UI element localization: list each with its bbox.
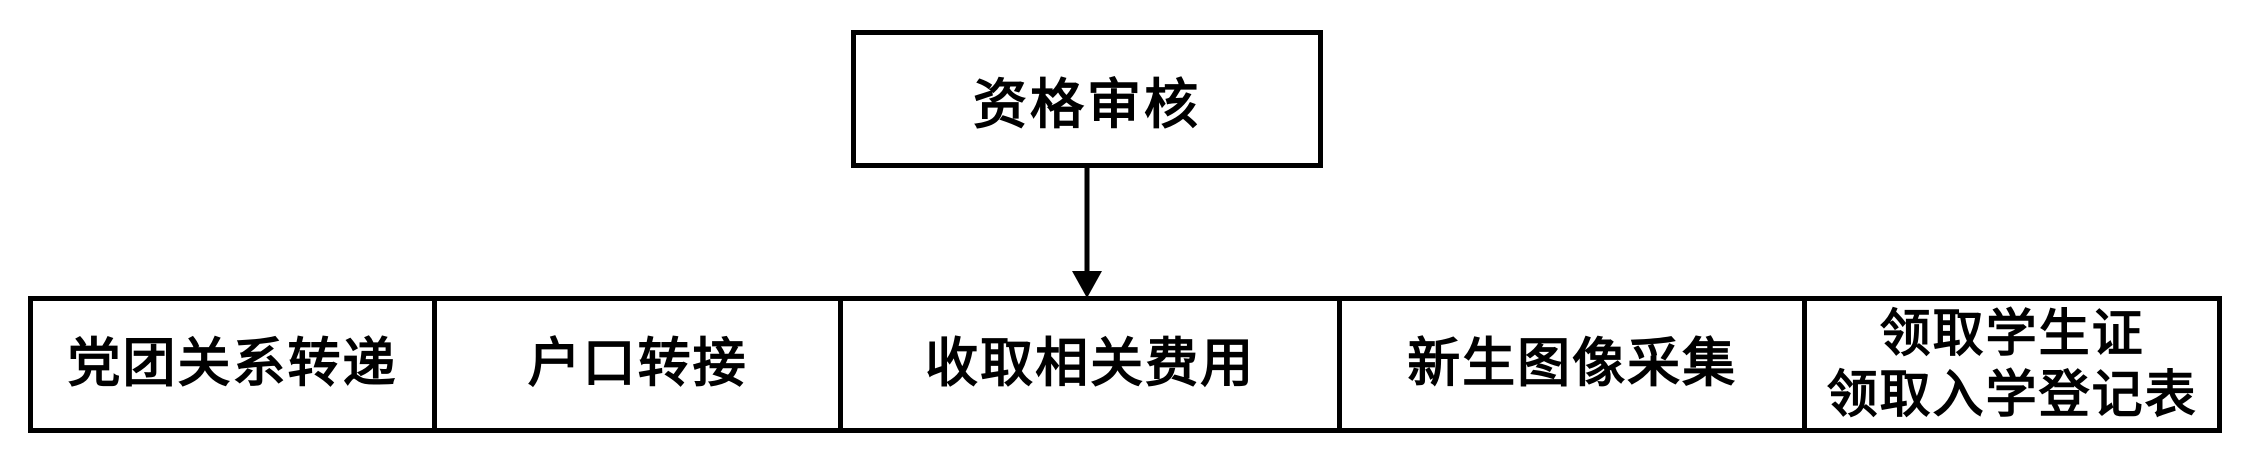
flow-step-label-line-1: 领取学生证 bbox=[1879, 305, 2145, 363]
flow-step-new-student-image-capture: 新生图像采集 bbox=[1337, 301, 1802, 428]
flow-step-label: 领取学生证 领取入学登记表 bbox=[1827, 304, 2198, 424]
flow-step-label: 户口转接 bbox=[527, 334, 748, 394]
flow-step-household-registration-transfer: 户口转接 bbox=[432, 301, 838, 428]
flow-step-collect-fees: 收取相关费用 bbox=[838, 301, 1337, 428]
flow-steps-row: 党团关系转递 户口转接 收取相关费用 新生图像采集 领取学生证 领取入学登记表 bbox=[28, 296, 2222, 433]
flow-node-qualification-review: 资格审核 bbox=[851, 30, 1323, 168]
flow-step-label-line-2: 领取入学登记表 bbox=[1826, 365, 2198, 423]
flow-step-label: 党团关系转递 bbox=[67, 334, 398, 394]
flow-step-label: 收取相关费用 bbox=[925, 334, 1256, 394]
flow-step-party-league-relation-transfer: 党团关系转递 bbox=[33, 301, 432, 428]
flow-node-label: 资格审核 bbox=[973, 74, 1201, 135]
flow-step-label: 新生图像采集 bbox=[1407, 334, 1738, 394]
flow-step-receive-student-id-and-registration-form: 领取学生证 领取入学登记表 bbox=[1802, 301, 2217, 428]
